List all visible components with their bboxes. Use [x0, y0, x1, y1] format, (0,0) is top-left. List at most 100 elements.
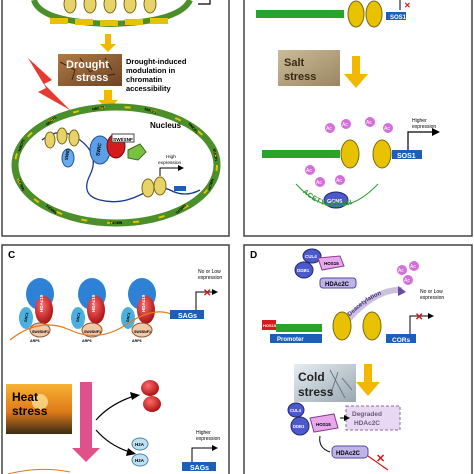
cul4-blob-bottom: [287, 402, 305, 418]
sun-icon: [32, 394, 48, 410]
hdac19-label-1: HDAc19: [39, 294, 44, 312]
frost-branches: [329, 369, 353, 399]
arps-label-1: ARP6: [30, 339, 40, 343]
acetyl-marks: Ac Ac Ac Ac Ac Ac Ac: [305, 117, 393, 187]
cors-label-d: CORs: [392, 337, 410, 344]
degraded-hdac-box: [345, 405, 401, 431]
ac-d-3: [403, 275, 413, 285]
complex-1: HDAc19 SWI/SNF1 GNC1 ARP6: [19, 278, 54, 343]
ac-d-1: [397, 265, 407, 275]
ac-mark-7: Ac: [336, 178, 342, 184]
sos1-label-b: SOS1: [397, 153, 416, 160]
nmcp-band: [14, 106, 218, 224]
modulation-line4: accessibility: [126, 84, 171, 93]
gcn5-label: GCN5: [327, 199, 342, 205]
nmcp1-label-10: NMCP1: [18, 178, 26, 191]
cul4-blob-top: [302, 248, 322, 264]
dna-green-top: [256, 10, 344, 18]
sags-label-c: SAGs: [178, 313, 197, 320]
promoter-block: [270, 334, 322, 343]
swi-snf-label: SWI/SNF: [113, 137, 133, 143]
nmcp1-label-4: NMCP1: [187, 122, 198, 134]
panel-c: C HDAc19 SWI/SNF1 GNC1 ARP6 HDAc19 SWI/S…: [6, 250, 222, 474]
ddb1-blob-bottom: [290, 416, 310, 436]
higher-c-line2: expression: [196, 436, 220, 442]
hos15-label-top: HOS15: [324, 261, 339, 266]
sags-gene-c-bottom: [182, 462, 216, 471]
ac-mark-5: Ac: [306, 168, 312, 174]
nmcp1-label-0: NMCP1: [18, 139, 26, 152]
red-x-c: ✕: [203, 288, 211, 299]
red-x-d: ✕: [415, 312, 423, 323]
hos15-red-tag: [262, 320, 276, 330]
panel-b: SOS1 ✕ Salt stress Higher expression SOS…: [256, 0, 440, 209]
complex-3: HDAc19 SWI/SNF1 GNC1 ARP6: [121, 278, 156, 343]
degraded-line2: HDAc2C: [354, 420, 380, 427]
arps-label-2: ARP6: [82, 339, 92, 343]
h2a-blob-1: [131, 437, 149, 451]
panel-a-frame: [1, 0, 230, 237]
sos1-label-top: SOS1: [390, 15, 407, 21]
hdac19-label-3: HDAc19: [141, 294, 146, 312]
heat-stress-line2: stress: [12, 404, 48, 418]
h2a-blob-2: [131, 453, 149, 467]
ac-mark-3: Ac: [366, 120, 372, 126]
higher-expression-arrow-c: [191, 447, 212, 462]
hos15-label-bottom: HOS15: [316, 422, 331, 427]
salt-arrow: [344, 56, 368, 88]
nolow-d-line1: No or Low: [420, 289, 443, 295]
sags-label-c-bottom: SAGs: [190, 465, 209, 472]
nucleosome-d2: [362, 311, 382, 341]
chromatin-bottom-c: [7, 468, 71, 474]
hdac2c-label-top: HDAc2C: [325, 282, 350, 288]
gnc1-label-2: GNC1: [76, 312, 82, 323]
panel-d-frame: [243, 244, 473, 474]
drought-arrow-top: [100, 34, 116, 52]
hdac2c-label-bottom: HDAc2C: [336, 451, 361, 457]
top-expression-arrow: [198, 0, 211, 5]
cold-arrow: [356, 364, 380, 396]
salt-photo: [278, 50, 340, 86]
nmcp1-label-9: NMCP1: [45, 203, 57, 214]
cors-gene-d: [386, 334, 416, 343]
drought-photo: [58, 54, 122, 86]
panel-c-frame: [1, 244, 230, 474]
repressed-mark: ✕: [404, 1, 411, 10]
drought-stress-line1: Drought: [66, 59, 109, 71]
top-nucleosome-2: [365, 0, 383, 28]
swic-label: SWIC: [95, 142, 103, 156]
ac-mark-6: Ac: [316, 180, 322, 186]
gene-block-a: [174, 186, 186, 191]
chromatin-line-c: [9, 311, 179, 341]
released-hdac-2: [143, 396, 161, 412]
nucleosome-b1: [340, 139, 360, 169]
high-expression-line1: High: [166, 154, 176, 160]
nolow-c-line1: No or Low: [198, 269, 221, 275]
swid-blob: [61, 148, 75, 168]
panel-c-letter: C: [8, 250, 15, 261]
released-hdac-1: [141, 380, 159, 396]
curve-arrow-d: [319, 435, 331, 453]
nmcp1-label-2: NMCP1: [92, 105, 105, 111]
higher-expression-arrow-b: [407, 131, 432, 150]
cul4-label-bottom: CUL4: [290, 408, 302, 413]
nmcp1-label-3: NMCP1: [144, 107, 157, 115]
sos1-gene-b: [392, 150, 422, 159]
degraded-line1: Degraded: [352, 411, 382, 418]
acetylation-arc-line: [295, 183, 379, 207]
panel-d-letter: D: [250, 250, 257, 261]
ac-mark-1: Ac: [326, 126, 332, 132]
inner-nucleosomes: [44, 127, 167, 198]
top-nucleosomes: [63, 0, 157, 14]
salt-stress-line2: stress: [284, 71, 316, 83]
h2a-label-2: H2A: [135, 458, 145, 463]
swi-snf-label-c2: SWI/SNF1: [84, 330, 101, 334]
dna-green-b: [262, 150, 340, 158]
nolow-d-line2: expression: [420, 295, 444, 301]
hos15-label-row: HOS15: [263, 323, 277, 328]
higher-expression-b-line2: expression: [412, 124, 436, 130]
dna-green-d: [276, 324, 322, 332]
panel-b-frame: [243, 0, 473, 237]
